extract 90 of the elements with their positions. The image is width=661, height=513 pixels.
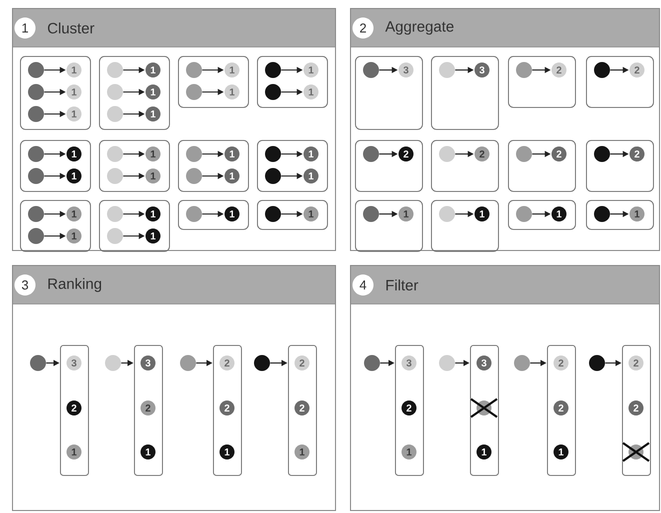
group-box xyxy=(508,56,576,108)
dot xyxy=(186,168,202,184)
number-circle xyxy=(628,444,644,460)
group-box xyxy=(178,200,249,230)
panel-title: Ranking xyxy=(48,278,102,292)
group-box xyxy=(99,200,170,252)
group-box xyxy=(431,140,499,192)
group-box xyxy=(508,140,576,192)
dot xyxy=(28,84,44,100)
group-box xyxy=(470,345,499,476)
dot xyxy=(265,168,281,184)
group-box xyxy=(20,140,91,192)
panel-title: Aggregate xyxy=(385,21,454,35)
group-box xyxy=(508,200,576,230)
dot xyxy=(363,146,379,162)
dot xyxy=(107,146,123,162)
group-box xyxy=(547,345,576,476)
panel xyxy=(350,8,660,251)
dot xyxy=(516,206,532,222)
dot xyxy=(589,355,605,371)
dot xyxy=(186,62,202,78)
group-box xyxy=(395,345,424,476)
dot xyxy=(364,355,380,371)
dot xyxy=(107,84,123,100)
group-box xyxy=(257,56,328,108)
dot xyxy=(105,355,121,371)
group-box xyxy=(355,140,423,192)
group-box xyxy=(431,200,499,252)
dot xyxy=(180,355,196,371)
panel xyxy=(12,8,336,251)
dot xyxy=(186,84,202,100)
dot xyxy=(28,146,44,162)
dot xyxy=(28,106,44,122)
step-number: 3 xyxy=(14,274,36,296)
group-box xyxy=(134,345,163,476)
dot xyxy=(439,355,455,371)
panel xyxy=(350,265,660,511)
dot xyxy=(186,206,202,222)
dot xyxy=(186,146,202,162)
dot xyxy=(107,62,123,78)
number-circle xyxy=(476,400,492,416)
step-number: 2 xyxy=(352,18,374,38)
group-box xyxy=(586,140,654,192)
dot xyxy=(107,206,123,222)
group-box xyxy=(431,56,499,130)
dot xyxy=(28,206,44,222)
dot xyxy=(107,168,123,184)
dot xyxy=(254,355,270,371)
dot xyxy=(265,206,281,222)
dot xyxy=(28,228,44,244)
panel xyxy=(12,265,336,511)
dot xyxy=(439,62,455,78)
group-box xyxy=(355,200,423,252)
step-number: 1 xyxy=(14,18,36,38)
dot xyxy=(28,62,44,78)
group-box xyxy=(213,345,242,476)
panel-title: Cluster xyxy=(48,22,94,34)
group-box xyxy=(257,200,328,230)
group-box xyxy=(622,345,651,476)
group-box xyxy=(586,56,654,108)
dot xyxy=(594,146,610,162)
dot xyxy=(363,206,379,222)
dot xyxy=(107,228,123,244)
group-box xyxy=(99,56,170,130)
dot xyxy=(30,355,46,371)
dot xyxy=(265,84,281,100)
group-box xyxy=(20,200,91,252)
dot xyxy=(439,206,455,222)
panel-title: Filter xyxy=(386,280,418,290)
dot xyxy=(28,168,44,184)
group-box xyxy=(257,140,328,192)
dot xyxy=(439,146,455,162)
dot xyxy=(594,206,610,222)
group-box xyxy=(60,345,89,476)
group-box xyxy=(20,56,91,130)
dot xyxy=(363,62,379,78)
group-box xyxy=(99,140,170,192)
dot xyxy=(107,106,123,122)
group-box xyxy=(178,140,249,192)
group-box xyxy=(586,200,654,230)
dot xyxy=(265,146,281,162)
dot xyxy=(594,62,610,78)
step-number: 4 xyxy=(352,274,374,296)
dot xyxy=(516,146,532,162)
dot xyxy=(265,62,281,78)
group-box xyxy=(288,345,317,476)
group-box xyxy=(355,56,423,130)
group-box xyxy=(178,56,249,108)
dot xyxy=(516,62,532,78)
dot xyxy=(514,355,530,371)
